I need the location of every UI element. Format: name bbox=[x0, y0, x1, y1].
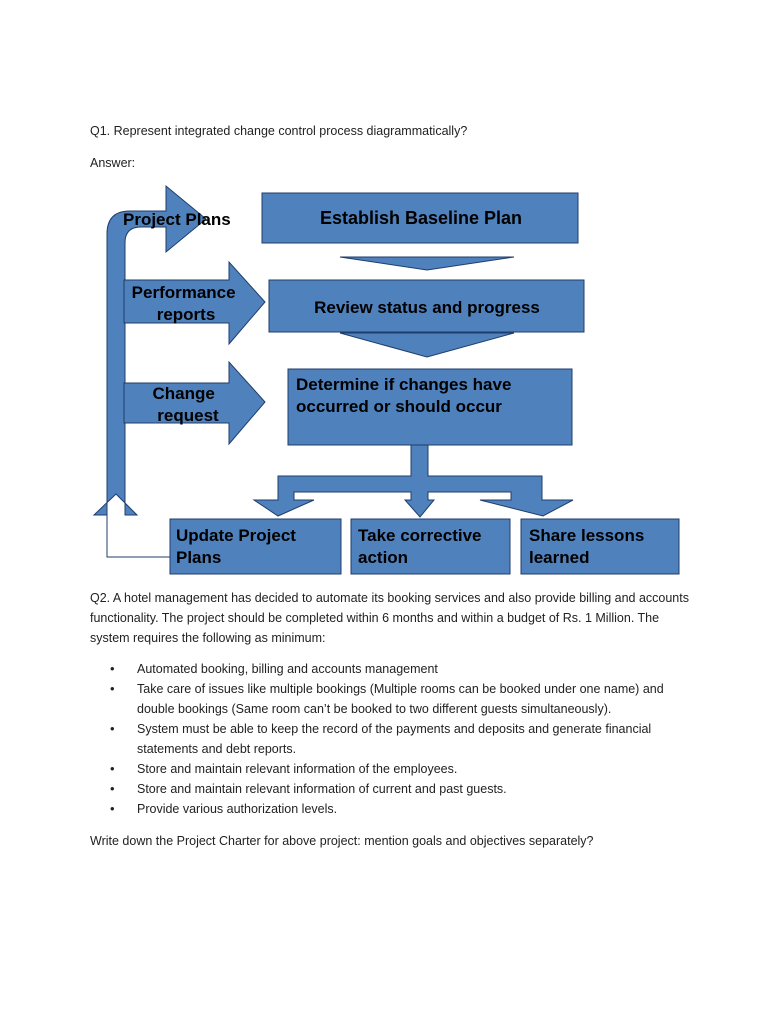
establish-baseline-label: Establish Baseline Plan bbox=[320, 208, 522, 228]
list-item: Store and maintain relevant information … bbox=[110, 759, 690, 779]
performance-reports-arrow bbox=[123, 260, 266, 346]
project-plans-label: Project Plans bbox=[123, 210, 231, 229]
determine-changes-box bbox=[287, 368, 573, 446]
update-project-plans-box bbox=[169, 518, 342, 575]
down-arrow-2 bbox=[339, 332, 515, 358]
determine-changes-label: Determine if changes have occurred or sh… bbox=[296, 375, 516, 416]
update-project-plans-label: Update Project Plans bbox=[176, 526, 301, 567]
question-2: Q2. A hotel management has decided to au… bbox=[90, 591, 689, 645]
share-lessons-label: Share lessons learned bbox=[529, 526, 649, 567]
requirements-list: Automated booking, billing and accounts … bbox=[110, 659, 690, 819]
feedback-loop-arrow bbox=[92, 184, 207, 558]
list-item: System must be able to keep the record o… bbox=[110, 719, 690, 759]
list-item: Automated booking, billing and accounts … bbox=[110, 659, 690, 679]
review-status-label: Review status and progress bbox=[314, 298, 540, 317]
review-status-box bbox=[268, 279, 585, 333]
answer-label: Answer: bbox=[90, 156, 136, 170]
establish-baseline-box bbox=[261, 192, 579, 244]
question-1: Q1. Represent integrated change control … bbox=[90, 124, 468, 138]
down-arrow-1 bbox=[339, 256, 515, 271]
share-lessons-box bbox=[520, 518, 680, 575]
list-item: Provide various authorization levels. bbox=[110, 799, 690, 819]
distribution-arrows bbox=[252, 444, 574, 518]
take-corrective-action-label: Take corrective action bbox=[358, 526, 486, 567]
question-3: Write down the Project Charter for above… bbox=[90, 834, 594, 848]
integrated-change-control-diagram: Project Plans Performance reports Change… bbox=[92, 184, 680, 575]
change-request-label: Change request bbox=[152, 384, 219, 425]
take-corrective-action-box bbox=[350, 518, 511, 575]
list-item: Take care of issues like multiple bookin… bbox=[110, 679, 690, 719]
list-item: Store and maintain relevant information … bbox=[110, 779, 690, 799]
change-request-arrow bbox=[123, 360, 266, 446]
performance-reports-label: Performance reports bbox=[132, 283, 241, 324]
